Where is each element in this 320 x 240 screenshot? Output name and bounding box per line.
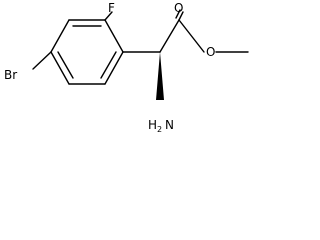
atom-amine-h-subscript: 2 — [157, 125, 162, 134]
atom-labels: F Br O O H 2 N — [4, 1, 215, 134]
bond-ring-to-bromine — [32, 51, 52, 70]
bond-carbonyl-to-ester-oxygen — [178, 19, 205, 53]
ring-inner-double-bond-right — [100, 51, 117, 79]
benzene-ring — [50, 19, 124, 85]
amine-group: H 2 N — [148, 118, 174, 134]
bond-alpha-to-carbonyl-carbon — [159, 19, 180, 53]
bond-carbonyl-double-b — [175, 9, 181, 19]
ring-inner-double-bond-left — [57, 51, 74, 79]
bond-carbonyl-double-a — [178, 11, 184, 21]
bond-ring-to-fluorine — [104, 11, 113, 21]
ring-bond-c5-c6 — [50, 51, 70, 85]
substituent-bonds — [32, 9, 249, 100]
ring-bond-c3-c4 — [104, 51, 124, 85]
atom-br: Br — [4, 68, 17, 82]
ring-bond-c2-c3 — [104, 19, 124, 53]
atom-carbonyl-o: O — [174, 1, 183, 15]
wedge-bond-alpha-to-nitrogen — [156, 52, 164, 100]
atom-ester-o: O — [206, 45, 215, 59]
atom-amine-n: N — [165, 118, 174, 132]
atom-f: F — [108, 1, 115, 15]
atom-amine-h: H — [148, 118, 157, 132]
ring-bond-c6-c1 — [50, 19, 70, 53]
molecule-structure: F Br O O H 2 N — [4, 1, 249, 134]
